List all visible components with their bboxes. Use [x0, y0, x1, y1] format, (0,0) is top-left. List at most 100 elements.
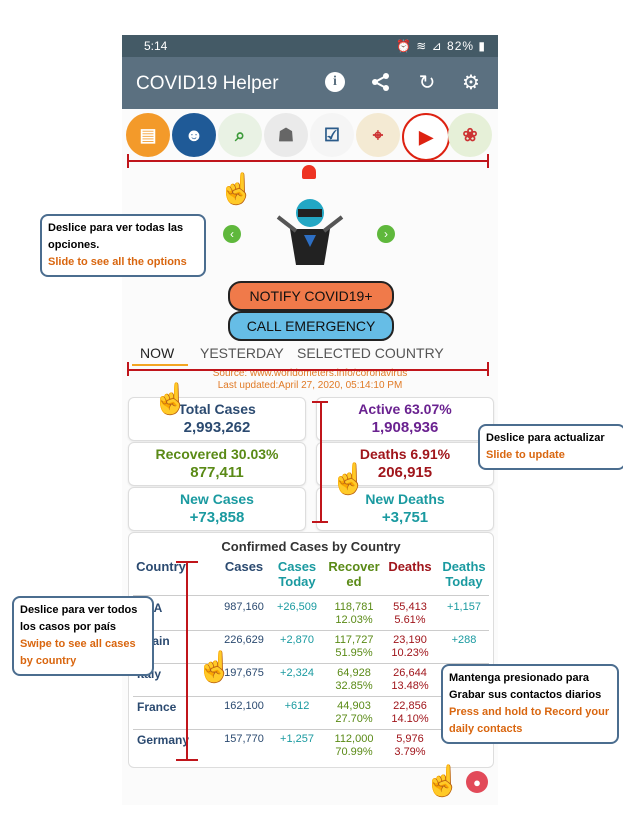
table-cell-country: France [137, 700, 177, 714]
annotation-tick [176, 759, 198, 761]
table-cell-cases: 162,100 [224, 700, 264, 712]
table-cell-death-pct: 5.61% [394, 614, 426, 626]
app-title: COVID19 Helper [136, 73, 279, 94]
callout-contacts-en: Press and hold to Record your daily cont… [449, 706, 610, 735]
virus-magnifier-icon[interactable]: ⌕ [218, 113, 262, 157]
annotation-tick [487, 362, 489, 376]
header-country[interactable]: Country [136, 559, 186, 574]
table-cell-recovered: 64,928 [337, 667, 371, 679]
new-deaths-value: +3,751 [381, 509, 429, 526]
tab-bar: NOW YESTERDAY SELECTED COUNTRY [122, 342, 498, 366]
annotation-tick [127, 362, 129, 376]
prev-arrow-icon[interactable]: ‹ [223, 225, 241, 243]
annotation-line-table [186, 561, 188, 761]
table-cell-cases: 197,675 [224, 667, 264, 679]
cough-icon[interactable]: ☻ [172, 113, 216, 157]
news-icon[interactable]: ▤ [126, 113, 170, 157]
deaths-value: 206,915 [377, 464, 433, 481]
total-cases-label: Total Cases [178, 401, 256, 417]
share-icon[interactable] [368, 69, 394, 95]
source-link[interactable]: Source: www.worldometers.info/coronaviru… [212, 368, 408, 379]
body-icon[interactable]: ☗ [264, 113, 308, 157]
table-cell-cases: 226,629 [224, 634, 264, 646]
table-divider [133, 595, 489, 596]
checklist-icon[interactable]: ☑ [310, 113, 354, 157]
status-icons: ⏰ ≋ ⊿ 82% ▮ [395, 39, 486, 53]
next-arrow-icon[interactable]: › [377, 225, 395, 243]
fruits-icon[interactable]: ❀ [448, 113, 492, 157]
active-label: Active 63.07% [358, 401, 452, 417]
callout-update: Deslice para actualizar Slide to update [478, 424, 623, 470]
new-cases-value: +73,858 [189, 509, 245, 526]
table-cell-deaths-today: +1,157 [447, 601, 481, 613]
callout-contacts: Mantenga presionado para Grabar sus cont… [441, 664, 619, 744]
table-cell-recovered: 44,903 [337, 700, 371, 712]
new-deaths-card[interactable]: New Deaths +3,751 [316, 487, 494, 531]
table-cell-cases: 157,770 [224, 733, 264, 745]
tab-yesterday[interactable]: YESTERDAY [200, 345, 284, 361]
table-cell-deaths-today: +288 [451, 634, 477, 646]
total-cases-value: 2,993,262 [183, 419, 251, 436]
table-cell-deaths: 23,190 [393, 634, 427, 646]
tab-now[interactable]: NOW [140, 345, 175, 361]
youtube-icon[interactable]: ▶ [402, 113, 450, 161]
mic-icon[interactable]: ● [466, 771, 488, 793]
tab-selected-country[interactable]: SELECTED COUNTRY [297, 345, 444, 361]
alarm-light-icon [302, 165, 316, 179]
info-icon[interactable]: i [322, 69, 348, 95]
status-bar: 5:14 ⏰ ≋ ⊿ 82% ▮ [122, 35, 498, 57]
country-table[interactable]: Confirmed Cases by Country Country Cases… [128, 532, 494, 768]
callout-country-en: Swipe to see all cases by country [20, 638, 136, 667]
header-deaths-today[interactable]: Deaths Today [442, 559, 486, 589]
hand-swipe-icon: ☝ [330, 463, 368, 496]
new-deaths-label: New Deaths [365, 491, 445, 507]
tab-now-underline [132, 364, 188, 366]
hand-swipe-icon: ☝ [218, 173, 256, 206]
annotation-line-update [320, 401, 322, 523]
emergency-button[interactable]: CALL EMERGENCY [228, 311, 394, 341]
header-cases[interactable]: Cases [224, 559, 264, 574]
table-cell-today: +26,509 [276, 601, 318, 613]
annotation-tick [176, 561, 198, 563]
new-cases-card[interactable]: New Cases +73,858 [128, 487, 306, 531]
callout-contacts-es: Mantenga presionado para Grabar sus cont… [449, 672, 602, 701]
table-cell-death-pct: 14.10% [391, 713, 429, 725]
annotation-line-icons [127, 160, 489, 162]
app-logo [268, 195, 352, 275]
phone-screen: 5:14 ⏰ ≋ ⊿ 82% ▮ COVID19 Helper i ↻ ⚙ ▤ … [122, 35, 498, 805]
table-cell-today: +2,324 [280, 667, 314, 679]
annotation-tick [312, 401, 328, 403]
active-value: 1,908,936 [371, 419, 439, 436]
notify-button[interactable]: NOTIFY COVID19+ [228, 281, 394, 311]
recovered-card[interactable]: Recovered 30.03% 877,411 [128, 442, 306, 486]
header-cases-today[interactable]: Cases Today [277, 559, 317, 589]
table-cell-deaths: 5,976 [396, 733, 424, 745]
row-divider [133, 729, 489, 730]
callout-country: Deslice para ver todos los casos por paí… [12, 596, 154, 676]
table-cell-death-pct: 13.48% [391, 680, 429, 692]
header-deaths[interactable]: Deaths [388, 559, 432, 574]
row-divider [133, 696, 489, 697]
table-cell-death-pct: 3.79% [394, 746, 426, 758]
gear-icon[interactable]: ⚙ [462, 71, 480, 94]
refresh-icon[interactable]: ↻ [418, 71, 436, 94]
callout-options-en: Slide to see all the options [48, 256, 187, 268]
table-cell-deaths: 22,856 [393, 700, 427, 712]
table-cell-rec-pct: 70.99% [335, 746, 373, 758]
table-title: Confirmed Cases by Country [221, 539, 401, 554]
table-cell-rec-pct: 12.03% [335, 614, 373, 626]
hand-press-icon: ☝ [424, 765, 462, 798]
row-divider [133, 663, 489, 664]
map-icon[interactable]: ⌖ [356, 113, 400, 157]
hand-swipe-icon: ☝ [152, 383, 190, 416]
callout-options: Deslice para ver todas las opciones. Sli… [40, 214, 206, 277]
table-cell-recovered: 112,000 [334, 733, 374, 745]
row-divider [133, 630, 489, 631]
active-card[interactable]: Active 63.07% 1,908,936 [316, 397, 494, 441]
last-updated: Last updated:April 27, 2020, 05:14:10 PM [217, 380, 403, 391]
total-cases-card[interactable]: Total Cases 2,993,262 [128, 397, 306, 441]
header-recovered[interactable]: Recovered [328, 559, 380, 589]
table-cell-death-pct: 10.23% [391, 647, 429, 659]
feature-icon-row[interactable]: ▤ ☻ ⌕ ☗ ☑ ⌖ ▶ ❀ [122, 113, 498, 161]
deaths-card[interactable]: Deaths 6.91% 206,915 [316, 442, 494, 486]
